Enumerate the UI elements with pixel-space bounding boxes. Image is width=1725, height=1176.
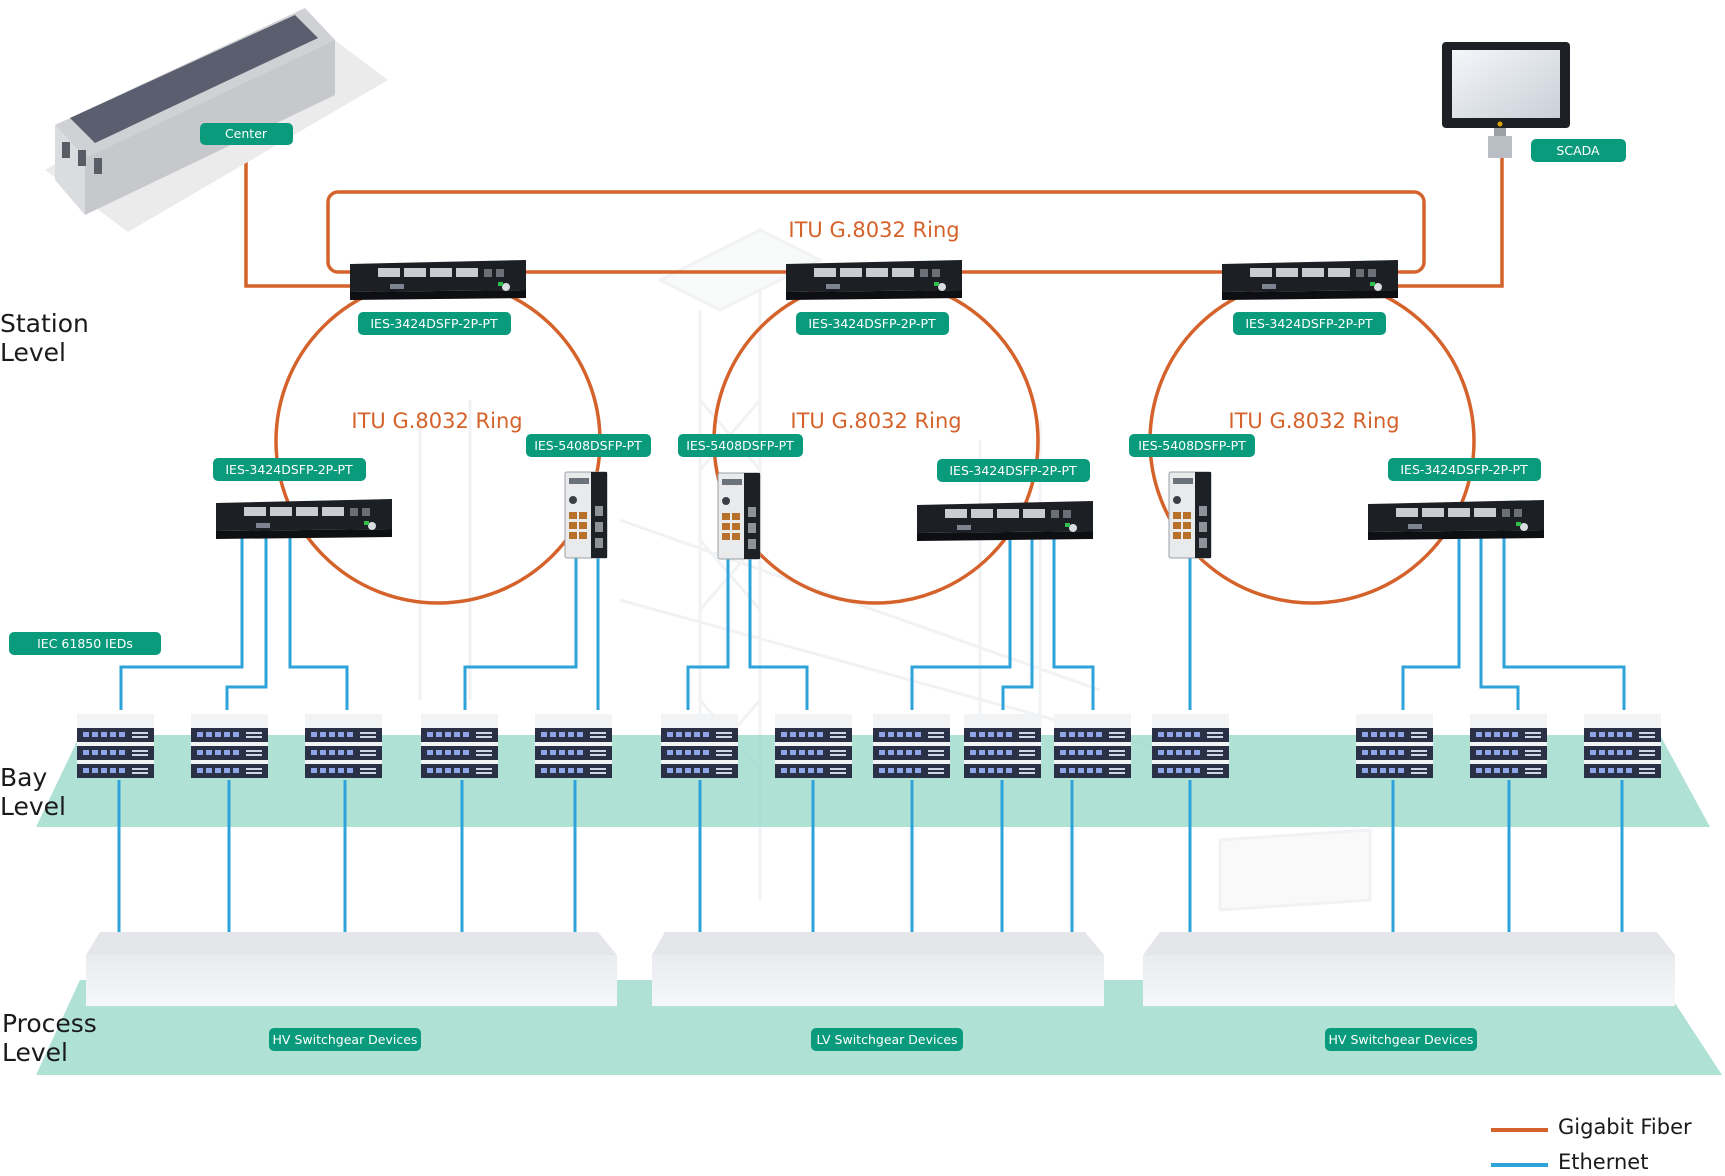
legend-fiber-label: Gigabit Fiber — [1558, 1115, 1692, 1139]
svg-text:SCADA: SCADA — [1556, 143, 1600, 158]
ied-unit — [305, 714, 382, 778]
switch-ring2-right — [917, 501, 1093, 541]
ied-unit — [421, 714, 498, 778]
switch-label-top-1: IES-3424DSFP-2P-PT — [358, 312, 511, 335]
switch-ring2-left — [717, 472, 761, 560]
sub-ring-label-1: ITU G.8032 Ring — [351, 409, 522, 433]
bay-level-line-1: Bay — [0, 763, 47, 792]
switch-top-3 — [1222, 260, 1398, 300]
center-building-icon — [45, 8, 388, 232]
switch-label-ring1-left: IES-3424DSFP-2P-PT — [213, 458, 366, 481]
process-slab-hv-left — [86, 932, 617, 1006]
svg-text:IES-3424DSFP-2P-PT: IES-3424DSFP-2P-PT — [225, 462, 353, 477]
switch-ring3-right — [1368, 500, 1544, 540]
ied-unit — [191, 714, 268, 778]
scada-label: SCADA — [1531, 139, 1626, 162]
switch-top-1 — [350, 260, 526, 300]
process-level-line-2: Level — [2, 1038, 68, 1067]
ied-unit — [1152, 714, 1229, 778]
scada-monitor-icon — [1442, 42, 1570, 158]
switch-label-ring3-right: IES-3424DSFP-2P-PT — [1388, 458, 1541, 481]
process-level-label: Process Level — [2, 1009, 105, 1067]
ied-label: IEC 61850 IEDs — [9, 632, 161, 655]
process-label-hv-right: HV Switchgear Devices — [1325, 1028, 1477, 1051]
center-label: Center — [200, 123, 293, 145]
switch-ring1-right — [564, 471, 608, 559]
process-slab-lv — [652, 932, 1104, 1006]
ethernet-links — [119, 535, 1626, 710]
svg-text:Center: Center — [225, 126, 268, 141]
ied-unit — [1356, 714, 1433, 778]
switch-label-ring1-right: IES-5408DSFP-PT — [526, 434, 651, 457]
bay-level-line-2: Level — [0, 792, 66, 821]
station-level-label: Station Level — [0, 309, 97, 367]
svg-text:IES-3424DSFP-2P-PT: IES-3424DSFP-2P-PT — [808, 316, 936, 331]
switch-label-top-2: IES-3424DSFP-2P-PT — [796, 312, 949, 335]
svg-text:IES-5408DSFP-PT: IES-5408DSFP-PT — [1138, 438, 1246, 453]
sub-ring-label-2: ITU G.8032 Ring — [790, 409, 961, 433]
process-label-hv-left: HV Switchgear Devices — [269, 1028, 421, 1051]
ied-unit — [775, 714, 852, 778]
svg-text:IES-3424DSFP-2P-PT: IES-3424DSFP-2P-PT — [949, 463, 1077, 478]
svg-text:IES-5408DSFP-PT: IES-5408DSFP-PT — [534, 438, 642, 453]
svg-text:IES-5408DSFP-PT: IES-5408DSFP-PT — [686, 438, 794, 453]
switch-ring3-left — [1168, 471, 1212, 559]
ied-unit — [77, 714, 154, 778]
sub-ring-label-3: ITU G.8032 Ring — [1228, 409, 1399, 433]
svg-text:IES-3424DSFP-2P-PT: IES-3424DSFP-2P-PT — [1245, 316, 1373, 331]
ied-unit — [535, 714, 612, 778]
ied-unit — [964, 714, 1041, 778]
switch-label-top-3: IES-3424DSFP-2P-PT — [1233, 312, 1386, 335]
ied-unit — [1584, 714, 1661, 778]
process-label-lv: LV Switchgear Devices — [811, 1028, 963, 1051]
fiber-links — [244, 145, 1504, 605]
ied-unit — [1054, 714, 1131, 778]
station-level-line-2: Level — [0, 338, 66, 367]
ied-unit — [1470, 714, 1547, 778]
switch-label-ring3-left: IES-5408DSFP-PT — [1129, 434, 1255, 457]
process-slab-hv-right — [1143, 932, 1675, 1006]
ethernet-drops — [117, 780, 1624, 932]
station-level-line-1: Station — [0, 309, 89, 338]
svg-text:HV Switchgear Devices: HV Switchgear Devices — [1329, 1032, 1474, 1047]
svg-text:LV Switchgear Devices: LV Switchgear Devices — [816, 1032, 957, 1047]
svg-text:IES-3424DSFP-2P-PT: IES-3424DSFP-2P-PT — [1400, 462, 1528, 477]
switch-label-ring2-right: IES-3424DSFP-2P-PT — [937, 459, 1090, 482]
switch-label-ring2-left: IES-5408DSFP-PT — [678, 434, 803, 457]
process-level-line-1: Process — [2, 1009, 97, 1038]
switch-top-2 — [786, 260, 962, 300]
svg-text:HV Switchgear Devices: HV Switchgear Devices — [273, 1032, 418, 1047]
ied-unit — [661, 714, 738, 778]
legend: Gigabit Fiber Ethernet — [1491, 1115, 1692, 1174]
svg-text:IEC 61850 IEDs: IEC 61850 IEDs — [37, 636, 133, 651]
bay-level-label: Bay Level — [0, 763, 66, 821]
switch-ring1-left — [216, 499, 392, 539]
legend-ethernet-label: Ethernet — [1558, 1150, 1648, 1174]
ied-unit — [873, 714, 950, 778]
top-ring-label: ITU G.8032 Ring — [788, 218, 959, 242]
svg-text:IES-3424DSFP-2P-PT: IES-3424DSFP-2P-PT — [370, 316, 498, 331]
